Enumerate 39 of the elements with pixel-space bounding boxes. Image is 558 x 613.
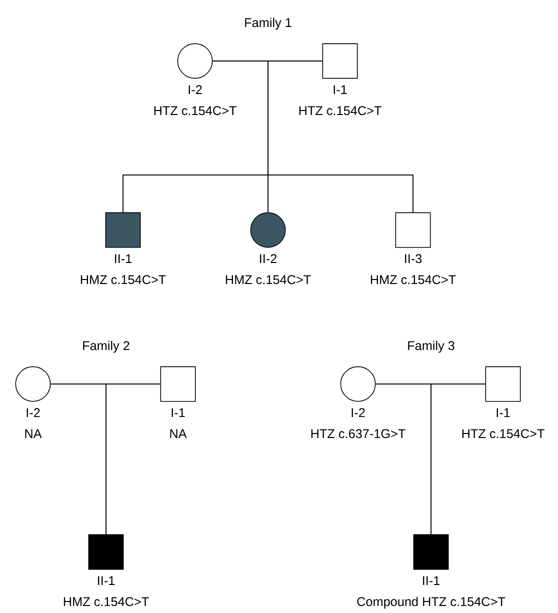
genotype-label: HMZ c.154C>T	[226, 275, 311, 284]
male-square	[105, 212, 141, 248]
id-label: II-2	[260, 254, 277, 263]
id-label: II-3	[405, 254, 422, 264]
male-square	[88, 534, 124, 570]
genotype-label: Compound HTZ c.154C>T	[357, 596, 506, 609]
male-square	[322, 43, 358, 79]
male-square	[395, 212, 431, 248]
male-square	[160, 366, 196, 402]
id-label: I-1	[172, 408, 185, 417]
genotype-label: NA	[170, 429, 187, 438]
genotype-label: HTZ c.154C>T	[462, 429, 544, 438]
female-circle	[250, 212, 286, 248]
id-label: II-1	[98, 576, 115, 585]
family-title: Family 3	[408, 340, 454, 353]
female-circle	[340, 366, 376, 402]
family-title: Family 1	[245, 18, 292, 30]
pedigree-line	[106, 384, 161, 535]
genotype-label: HTZ c.154C>T	[299, 106, 382, 116]
genotype-label: HMZ c.154C>T	[80, 275, 166, 284]
family-title: Family 2	[83, 340, 130, 353]
male-square	[485, 366, 521, 402]
id-label: I-2	[352, 408, 365, 417]
pedigree-line	[268, 60, 414, 213]
id-label: I-1	[496, 408, 510, 417]
id-label: II-1	[423, 576, 440, 585]
genotype-label: NA	[25, 429, 42, 438]
male-square	[413, 534, 449, 570]
female-circle	[15, 366, 51, 402]
genotype-label: HMZ c.154C>T	[370, 275, 456, 284]
id-label: I-1	[334, 85, 347, 94]
genotype-label: HTZ c.154C>T	[154, 106, 236, 116]
pedigree-line	[430, 384, 486, 535]
id-label: I-2	[188, 85, 202, 94]
female-circle	[177, 43, 213, 79]
id-label: II-1	[115, 254, 132, 263]
id-label: I-2	[26, 408, 40, 417]
genotype-label: HMZ c.154C>T	[64, 597, 149, 606]
genotype-label: HTZ c.637-1G>T	[311, 429, 406, 438]
